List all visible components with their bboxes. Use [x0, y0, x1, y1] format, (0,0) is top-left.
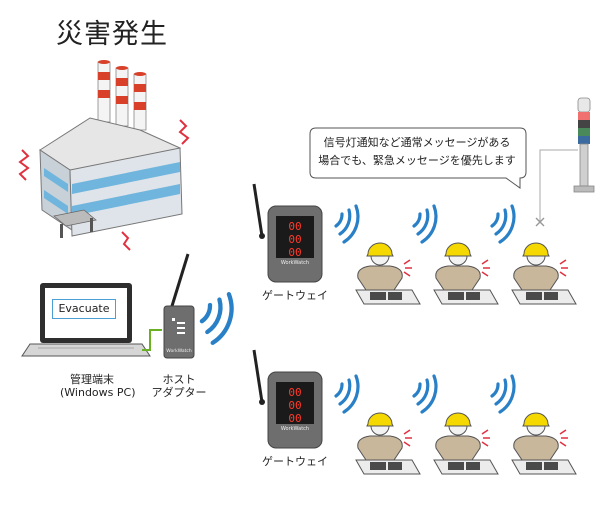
gateway-bottom-brand: WorkWatch — [281, 426, 309, 432]
gateway-top-brand: WorkWatch — [281, 260, 309, 266]
worker-icon — [355, 242, 421, 305]
message-line-2: 場合でも、緊急メッセージを優先します — [318, 154, 516, 167]
gateway-top-label: ゲートウェイ — [262, 289, 328, 302]
pc-label-line2: (Windows PC) — [60, 386, 136, 399]
evacuate-screen-message: Evacuate — [52, 299, 116, 319]
laptop-icon — [21, 283, 151, 357]
cross-icon — [535, 217, 545, 227]
gateway-bottom-icon — [252, 348, 324, 450]
message-line-1: 信号灯通知など通常メッセージがある — [323, 136, 511, 149]
adapter-label: ホスト アダプター — [142, 373, 216, 399]
host-adapter-icon — [163, 253, 195, 359]
gateway-top-icon — [252, 182, 324, 284]
signal-wave-icon — [490, 204, 516, 244]
signal-tower-icon — [573, 97, 595, 193]
worker-icon — [433, 242, 499, 305]
signal-wave-icon — [334, 374, 360, 414]
signal-wave-icon — [334, 204, 360, 244]
gateway-bottom-label: ゲートウェイ — [262, 455, 328, 468]
signal-wave-icon — [412, 374, 438, 414]
worker-icon — [511, 412, 577, 475]
adapter-label-line1: ホスト — [162, 373, 196, 386]
adapter-signal-icon — [202, 294, 232, 343]
adapter-label-line2: アダプター — [151, 386, 207, 399]
factory-icon — [18, 60, 190, 251]
adapter-brand: WorkWatch — [166, 348, 192, 354]
message-bubble — [309, 127, 527, 189]
pc-label: 管理端末 (Windows PC) — [60, 373, 136, 399]
signal-wave-icon — [412, 204, 438, 244]
signal-wave-icon — [490, 374, 516, 414]
connector-line — [539, 149, 578, 222]
pc-label-line1: 管理端末 — [70, 373, 114, 386]
worker-icon — [433, 412, 499, 475]
page-title: 災害発生 — [56, 19, 168, 50]
usb-cable — [142, 329, 162, 351]
worker-icon — [511, 242, 577, 305]
message-text: 信号灯通知など通常メッセージがある 場合でも、緊急メッセージを優先します — [314, 134, 520, 170]
worker-icon — [355, 412, 421, 475]
